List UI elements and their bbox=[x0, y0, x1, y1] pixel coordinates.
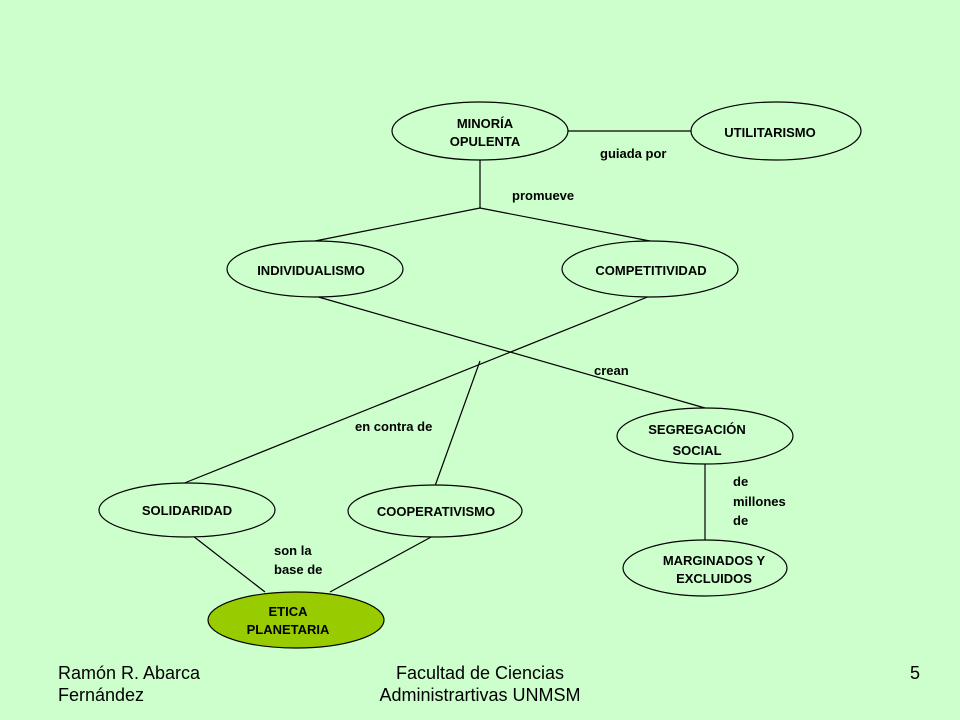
node-minoria-opulenta: MINORÍA OPULENTA bbox=[391, 101, 569, 161]
node-individualismo: INDIVIDUALISMO bbox=[226, 240, 404, 298]
node-label-line1: INDIVIDUALISMO bbox=[257, 263, 365, 278]
node-ellipse bbox=[226, 240, 404, 298]
node-ellipse bbox=[616, 407, 794, 465]
edge-label-line1: son la bbox=[274, 543, 312, 558]
node-label-line1: ETICA bbox=[269, 604, 309, 619]
edge-label-guiada-por: guiada por bbox=[600, 146, 666, 161]
edge-cooperativismo-etica bbox=[329, 535, 434, 593]
node-ellipse bbox=[690, 101, 862, 161]
edge-label-son-la-base-de: son la base de bbox=[274, 543, 322, 577]
node-etica-planetaria: ETICA PLANETARIA bbox=[207, 591, 385, 649]
edge-label-line2: millones bbox=[733, 494, 786, 509]
node-cooperativismo: COOPERATIVISMO bbox=[347, 484, 523, 538]
node-utilitarismo: UTILITARISMO bbox=[690, 101, 862, 161]
edge-branch-individualismo bbox=[314, 207, 481, 242]
node-label-line2: OPULENTA bbox=[450, 134, 521, 149]
node-ellipse bbox=[98, 482, 276, 538]
node-competitividad: COMPETITIVIDAD bbox=[561, 240, 739, 298]
edge-label-promueve: promueve bbox=[512, 188, 574, 203]
slide-number: 5 bbox=[909, 663, 920, 683]
footer-faculty-line1: Facultad de Ciencias bbox=[395, 663, 565, 683]
node-ellipse bbox=[622, 539, 788, 597]
node-label-line1: MARGINADOS Y bbox=[663, 553, 766, 568]
node-label-line1: COMPETITIVIDAD bbox=[595, 263, 706, 278]
edge-label-line3: de bbox=[733, 513, 748, 528]
node-label-line1: MINORÍA bbox=[457, 116, 514, 131]
node-ellipse-highlight bbox=[207, 591, 385, 649]
node-segregacion-social: SEGREGACIÓN SOCIAL bbox=[616, 407, 794, 465]
edge-label-en-contra-de: en contra de bbox=[355, 419, 432, 434]
footer-author: Ramón R. Abarca Fernández bbox=[58, 662, 278, 706]
connectors bbox=[181, 130, 706, 593]
node-label-line1: COOPERATIVISMO bbox=[377, 504, 495, 519]
footer-author-line1: Ramón R. Abarca bbox=[58, 663, 201, 683]
node-label-line2: PLANETARIA bbox=[247, 622, 330, 637]
edge-label-crean: crean bbox=[594, 363, 629, 378]
edge-cross-cooperativismo bbox=[434, 360, 481, 487]
node-solidaridad: SOLIDARIDAD bbox=[98, 482, 276, 538]
node-label-line1: UTILITARISMO bbox=[724, 125, 815, 140]
node-marginados-excluidos: MARGINADOS Y EXCLUIDOS bbox=[622, 539, 788, 597]
footer-faculty: Facultad de Ciencias Administrartivas UN… bbox=[330, 662, 630, 706]
node-label-line2: SOCIAL bbox=[672, 443, 721, 458]
footer-faculty-line2: Administrartivas UNMSM bbox=[379, 685, 581, 705]
edge-solidaridad-etica bbox=[192, 535, 266, 593]
edge-branch-competitividad bbox=[479, 207, 651, 242]
node-ellipse bbox=[561, 240, 739, 298]
edge-label-line2: base de bbox=[274, 562, 322, 577]
node-label-line1: SOLIDARIDAD bbox=[142, 503, 232, 518]
edge-label-de-millones-de: de millones de bbox=[733, 474, 786, 528]
node-ellipse bbox=[347, 484, 523, 538]
edge-label-line1: de bbox=[733, 474, 748, 489]
node-ellipse bbox=[391, 101, 569, 161]
edge-competitividad-solidaridad bbox=[181, 295, 651, 485]
node-label-line2: EXCLUIDOS bbox=[676, 571, 752, 586]
node-label-line1: SEGREGACIÓN bbox=[648, 422, 746, 437]
footer-author-line2: Fernández bbox=[58, 685, 145, 705]
